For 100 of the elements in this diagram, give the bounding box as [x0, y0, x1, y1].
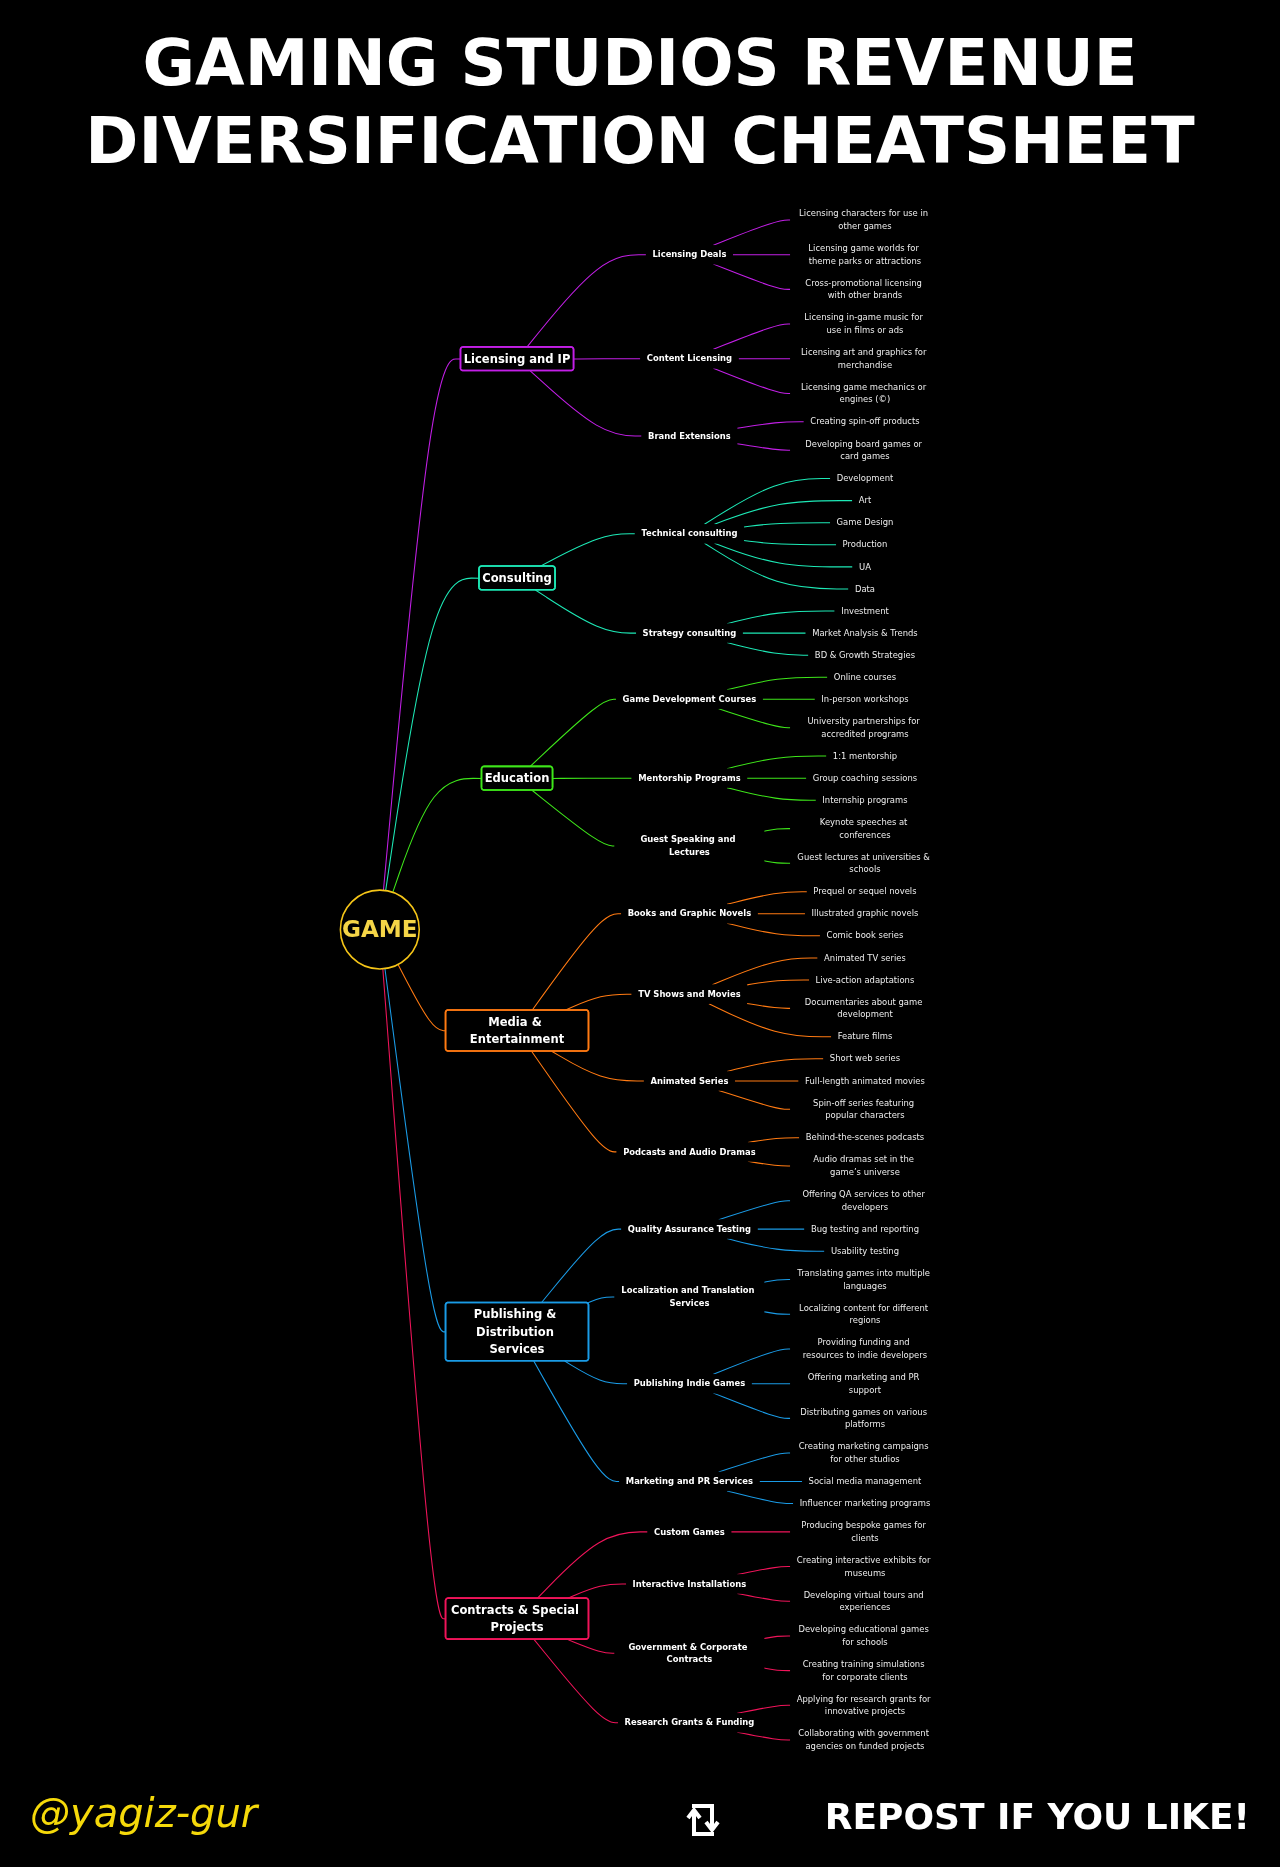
node-text: Licensing characters for use in other games — [799, 208, 929, 232]
node-text: Development — [836, 473, 894, 484]
node-text: Behind-the-scenes podcasts — [805, 1132, 925, 1143]
connector — [540, 1228, 623, 1304]
node-text: Guest lectures at universities & schools — [797, 851, 930, 875]
node-text: In-person workshops — [821, 694, 909, 705]
node-circle: GAME — [339, 889, 421, 970]
connector — [763, 828, 791, 832]
node-text: Publishing Indie Games — [633, 1378, 746, 1389]
connector — [703, 478, 831, 525]
connector — [758, 1480, 803, 1482]
connector — [743, 522, 831, 528]
connector — [746, 979, 810, 986]
node-text: Cross-promotional licensing with other brands — [805, 277, 922, 301]
connector — [736, 421, 805, 429]
connector — [750, 1383, 791, 1385]
node-text: Game Development Courses — [622, 694, 757, 705]
node-text: Developing virtual tours and experiences — [803, 1589, 924, 1613]
node-text: Translating games into multiple languages — [797, 1268, 930, 1291]
node-text: Applying for research grants for innovative projects — [796, 1693, 931, 1717]
node-text: Usability testing — [830, 1245, 900, 1256]
connector — [718, 708, 791, 729]
connector — [533, 1360, 620, 1482]
connector — [763, 1279, 791, 1283]
node-text: Technical consulting — [641, 528, 738, 539]
connector — [763, 1667, 791, 1672]
connector — [564, 1360, 628, 1385]
connector — [534, 589, 637, 634]
node-text: Game Design — [836, 517, 894, 528]
node-text: Custom Games — [654, 1526, 725, 1537]
node-text: Online courses — [833, 671, 897, 682]
connector — [586, 1296, 616, 1304]
connector — [703, 542, 850, 590]
connector — [737, 358, 791, 360]
node-text: Creating spin-off products — [810, 416, 920, 427]
node-text: Licensing Deals — [652, 249, 727, 260]
node-text: Art — [858, 495, 872, 506]
node-text: Developing board games or card games — [805, 438, 923, 462]
node-text: Research Grants & Funding — [624, 1717, 755, 1728]
node-text: Podcasts and Audio Dramas — [623, 1146, 756, 1157]
node-text: Short web series — [829, 1053, 901, 1064]
node-text: Creating marketing campaigns for other studios — [798, 1441, 929, 1465]
connector — [536, 1531, 649, 1599]
connector — [746, 777, 807, 779]
connector — [762, 698, 816, 700]
node-text: Spin-off series featuring popular characters — [813, 1097, 915, 1121]
connector — [713, 500, 853, 525]
node-text: Prequel or sequel novels — [813, 886, 917, 897]
node-text: Books and Graphic Novels — [627, 908, 752, 919]
node-text: Data — [854, 583, 875, 594]
connector — [736, 443, 791, 451]
node-text: Offering QA services to other developers — [802, 1189, 925, 1212]
node-text: Developing educational games for schools — [798, 1624, 929, 1647]
node-text: Documentaries about game development — [804, 996, 923, 1020]
node-text: Licensing game mechanics or engines (©) — [801, 381, 927, 405]
node-text: TV Shows and Movies — [638, 988, 741, 999]
node-text: Feature films — [837, 1031, 893, 1042]
connector — [531, 789, 616, 847]
connector — [526, 254, 647, 348]
node-text: Internship programs — [822, 794, 908, 805]
node-text: Interactive Installations — [632, 1578, 747, 1589]
connector — [712, 1348, 791, 1375]
connector — [573, 358, 641, 360]
node-text: Comic book series — [826, 930, 904, 941]
connector — [742, 632, 807, 634]
node-text: Localization and Translation Services — [621, 1285, 755, 1308]
connector — [730, 1531, 791, 1533]
node-text: UA — [859, 561, 871, 572]
node-text: Live-action adaptations — [815, 974, 915, 985]
connector — [763, 860, 791, 864]
connector — [756, 913, 806, 915]
node-text: Government & Corporate Contracts — [628, 1641, 748, 1665]
node-text: Localizing content for different regions — [799, 1302, 929, 1326]
connector — [732, 254, 791, 256]
node-text: Collaborating with government agencies on funded projects — [798, 1728, 929, 1752]
author-handle: @yagiz-gur — [30, 1790, 258, 1836]
node-text: Audio dramas set in the game’s universe — [813, 1154, 914, 1178]
connector — [552, 777, 633, 779]
connector — [533, 1638, 619, 1724]
connector — [531, 913, 622, 1011]
connector — [551, 1050, 645, 1082]
connector — [708, 1003, 832, 1038]
node-text: Influencer marketing programs — [799, 1498, 931, 1509]
node-text: Licensing game worlds for theme parks or attractions — [808, 243, 922, 266]
connector — [529, 370, 643, 437]
node-text: Quality Assurance Testing — [627, 1223, 751, 1234]
node-text: Content Licensing — [646, 353, 733, 364]
connector — [712, 323, 791, 350]
node-text: 1:1 mentorship — [832, 750, 898, 761]
node-text: Licensing in-game music for use in films or ads — [804, 312, 923, 336]
node-text: Animated Series — [650, 1075, 729, 1086]
call-to-action-text: REPOST IF YOU LIKE! — [824, 1796, 1250, 1837]
node-text: Production — [842, 539, 888, 550]
node-text: Creating interactive exhibits for museums — [796, 1555, 931, 1578]
node-text: Group coaching sessions — [812, 772, 918, 783]
node-text: Providing funding and resources to indie developers — [802, 1337, 928, 1361]
connector — [763, 1311, 791, 1315]
node-text: Market Analysis & Trends — [812, 627, 918, 638]
connector — [539, 533, 636, 567]
node-text: Strategy consulting — [642, 627, 737, 638]
